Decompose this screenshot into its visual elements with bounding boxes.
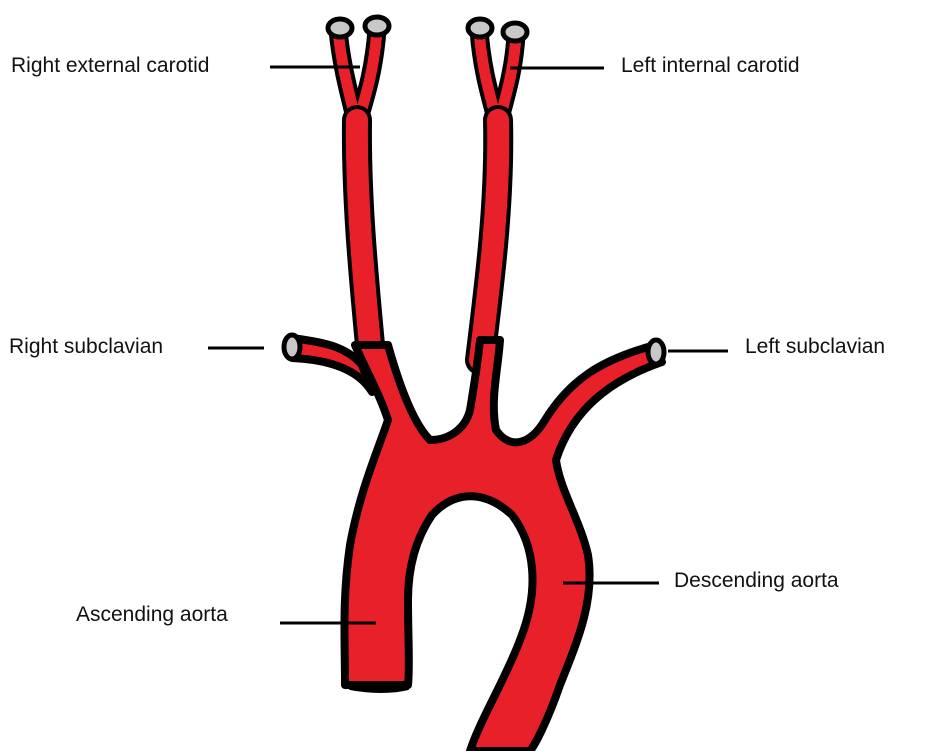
- ascending-aorta-end: [350, 686, 408, 689]
- right-carotid-vessel: [338, 30, 377, 345]
- left-internal-carotid-label: Left internal carotid: [621, 55, 800, 76]
- right-subclavian-label: Right subclavian: [9, 336, 163, 357]
- ascending-aorta-label: Ascending aorta: [76, 604, 228, 625]
- aortic-arch-body: [292, 338, 662, 751]
- right-subclavian-opening: [284, 335, 300, 359]
- left-internal-carotid-opening: [503, 23, 527, 41]
- right-external-carotid-opening: [328, 19, 352, 37]
- left-external-carotid-opening: [468, 19, 492, 37]
- right-external-carotid-label: Right external carotid: [11, 55, 209, 76]
- descending-aorta-label: Descending aorta: [674, 570, 839, 591]
- left-subclavian-opening: [648, 340, 664, 364]
- left-subclavian-label: Left subclavian: [745, 336, 885, 357]
- right-internal-carotid-opening: [365, 17, 389, 35]
- left-carotid-vessel: [479, 30, 516, 360]
